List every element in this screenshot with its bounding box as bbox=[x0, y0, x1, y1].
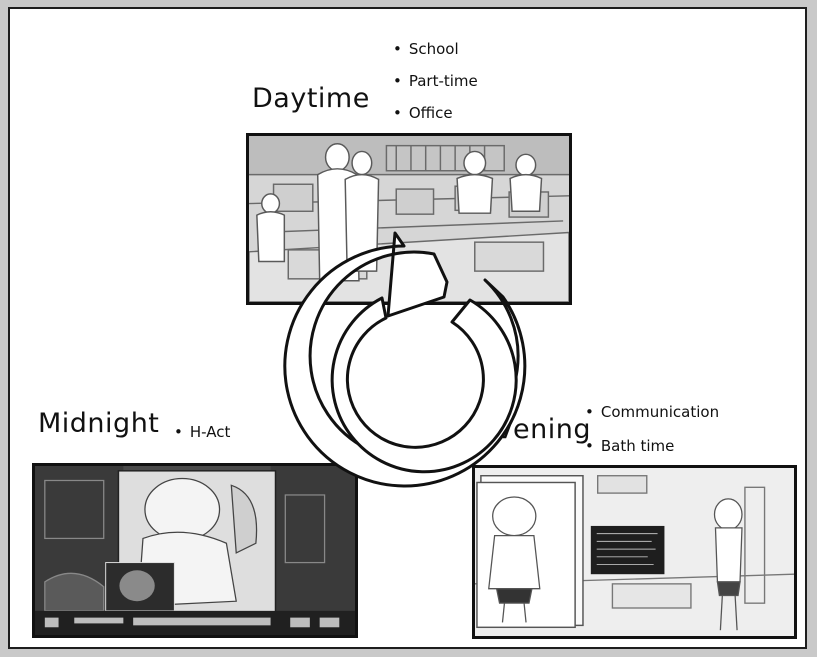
evening-activity-bath-time: Bath time bbox=[585, 437, 675, 455]
midnight-activity-h-act: H-Act bbox=[174, 423, 231, 441]
daytime-label: Daytime bbox=[252, 83, 370, 114]
evening-screenshot bbox=[472, 465, 797, 639]
evening-activity-communication: Communication bbox=[585, 403, 719, 421]
cycle-arrow-inner-ring bbox=[330, 296, 518, 474]
midnight-screenshot bbox=[32, 463, 358, 638]
daytime-activity-school: School bbox=[393, 40, 459, 58]
midnight-label: Midnight bbox=[38, 408, 160, 439]
daytime-activity-part-time: Part-time bbox=[393, 72, 478, 90]
daytime-activity-office: Office bbox=[393, 104, 453, 122]
